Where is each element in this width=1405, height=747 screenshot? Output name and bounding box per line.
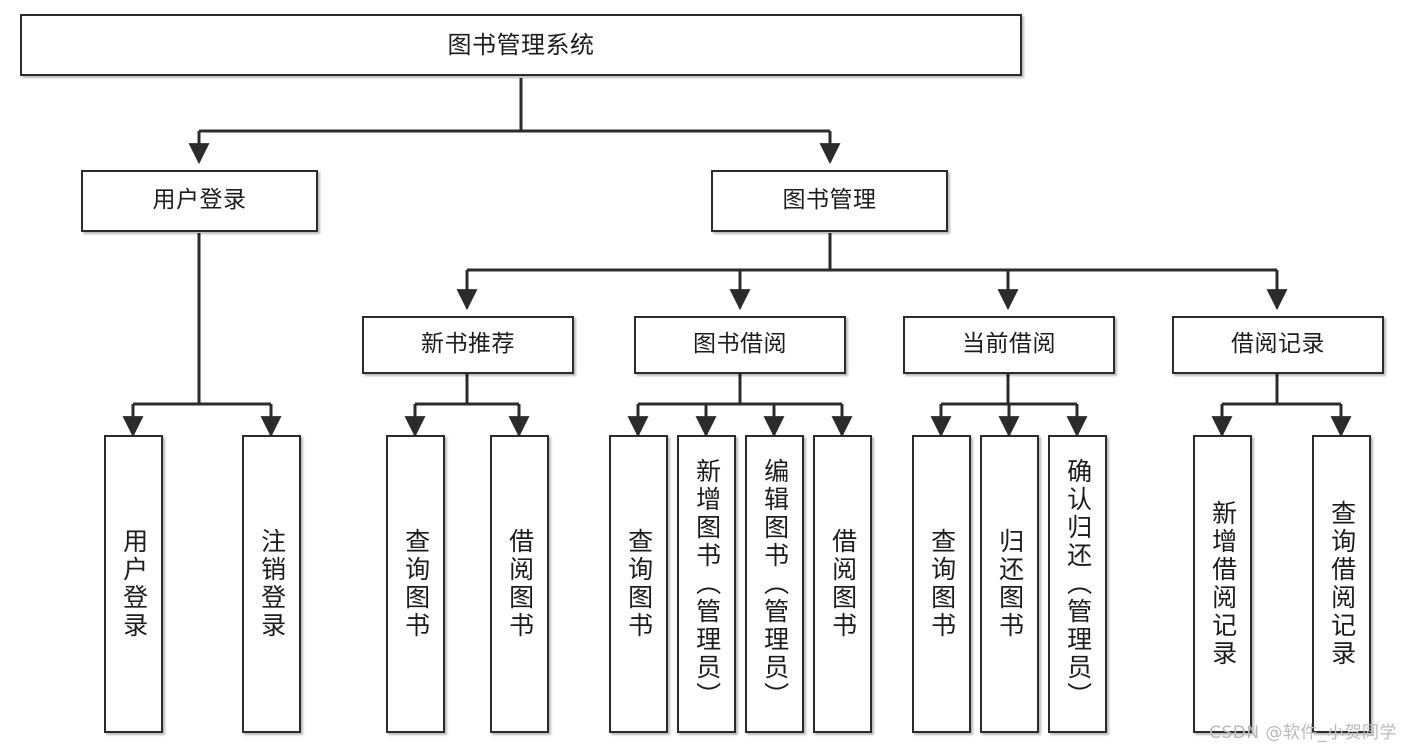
leaf-borrow-edit-book[interactable]: 编辑图书（管理员） (745, 435, 804, 733)
leaf-user-login-login[interactable]: 用户登录 (104, 435, 163, 733)
leaf-new-book-query-label: 查询图书 (401, 528, 431, 640)
node-current-borrow[interactable]: 当前借阅 (903, 316, 1115, 374)
leaf-current-confirm-return-label: 确认归还（管理员） (1063, 458, 1093, 710)
leaf-borrow-query-book[interactable]: 查询图书 (609, 435, 668, 733)
leaf-borrow-query-book-label: 查询图书 (624, 528, 654, 640)
leaf-borrow-add-book[interactable]: 新增图书（管理员） (677, 435, 736, 733)
watermark-text: CSDN @软件_小贺同学 (1209, 723, 1397, 743)
leaf-new-book-borrow[interactable]: 借阅图书 (490, 435, 549, 733)
leaf-new-book-query[interactable]: 查询图书 (386, 435, 445, 733)
leaf-borrow-borrow-book-label: 借阅图书 (828, 528, 858, 640)
leaf-user-login-logout-label: 注销登录 (257, 528, 287, 640)
node-new-book-recommend-label: 新书推荐 (421, 331, 515, 358)
leaf-current-return-book-label: 归还图书 (995, 528, 1025, 640)
node-book-borrow-label: 图书借阅 (693, 331, 787, 358)
leaf-user-login-login-label: 用户登录 (119, 528, 149, 640)
leaf-current-query-book-label: 查询图书 (927, 528, 957, 640)
leaf-record-query[interactable]: 查询借阅记录 (1312, 435, 1371, 733)
node-root[interactable]: 图书管理系统 (20, 14, 1022, 76)
node-book-manage[interactable]: 图书管理 (711, 170, 948, 232)
leaf-current-return-book[interactable]: 归还图书 (980, 435, 1039, 733)
leaf-current-query-book[interactable]: 查询图书 (912, 435, 971, 733)
node-new-book-recommend[interactable]: 新书推荐 (362, 316, 574, 374)
leaf-borrow-edit-book-label: 编辑图书（管理员） (760, 458, 790, 710)
node-root-label: 图书管理系统 (447, 30, 595, 59)
leaf-borrow-borrow-book[interactable]: 借阅图书 (813, 435, 872, 733)
leaf-borrow-add-book-label: 新增图书（管理员） (692, 458, 722, 710)
leaf-record-query-label: 查询借阅记录 (1327, 500, 1357, 668)
node-book-borrow[interactable]: 图书借阅 (634, 316, 846, 374)
leaf-new-book-borrow-label: 借阅图书 (505, 528, 535, 640)
leaf-current-confirm-return[interactable]: 确认归还（管理员） (1048, 435, 1107, 733)
node-user-login[interactable]: 用户登录 (81, 170, 318, 232)
node-borrow-record[interactable]: 借阅记录 (1172, 316, 1384, 374)
leaf-record-add[interactable]: 新增借阅记录 (1193, 435, 1252, 733)
node-borrow-record-label: 借阅记录 (1231, 331, 1325, 358)
node-book-manage-label: 图书管理 (782, 187, 877, 214)
leaf-user-login-logout[interactable]: 注销登录 (242, 435, 301, 733)
node-current-borrow-label: 当前借阅 (962, 331, 1056, 358)
leaf-record-add-label: 新增借阅记录 (1208, 500, 1238, 668)
node-user-login-label: 用户登录 (152, 187, 247, 214)
